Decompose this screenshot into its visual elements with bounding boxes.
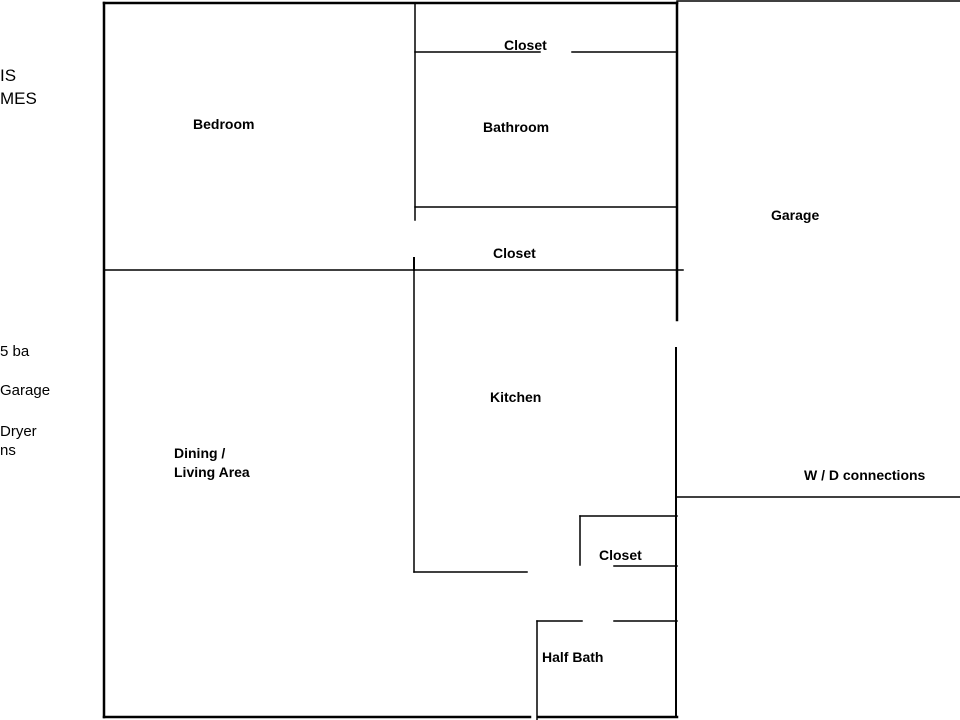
sidebar-garage: Garage xyxy=(0,382,50,399)
label-dining-line1: Dining / xyxy=(174,445,225,461)
label-closet-top: Closet xyxy=(504,37,547,53)
sidebar-baths: 5 ba xyxy=(0,343,30,360)
label-wd-connections: W / D connections xyxy=(804,467,926,483)
label-bathroom: Bathroom xyxy=(483,119,549,135)
label-garage: Garage xyxy=(771,207,819,223)
label-closet-small: Closet xyxy=(599,547,642,563)
label-half-bath: Half Bath xyxy=(542,649,603,665)
label-bedroom: Bedroom xyxy=(193,116,254,132)
label-kitchen: Kitchen xyxy=(490,389,541,405)
label-closet-hall: Closet xyxy=(493,245,536,261)
label-dining-line2: Living Area xyxy=(174,464,250,480)
sidebar-dryer-line2: ns xyxy=(0,442,16,459)
sidebar-dryer-line1: Dryer xyxy=(0,423,37,440)
sidebar-title-line1: IS xyxy=(0,66,16,85)
sidebar-title-line2: MES xyxy=(0,89,37,108)
